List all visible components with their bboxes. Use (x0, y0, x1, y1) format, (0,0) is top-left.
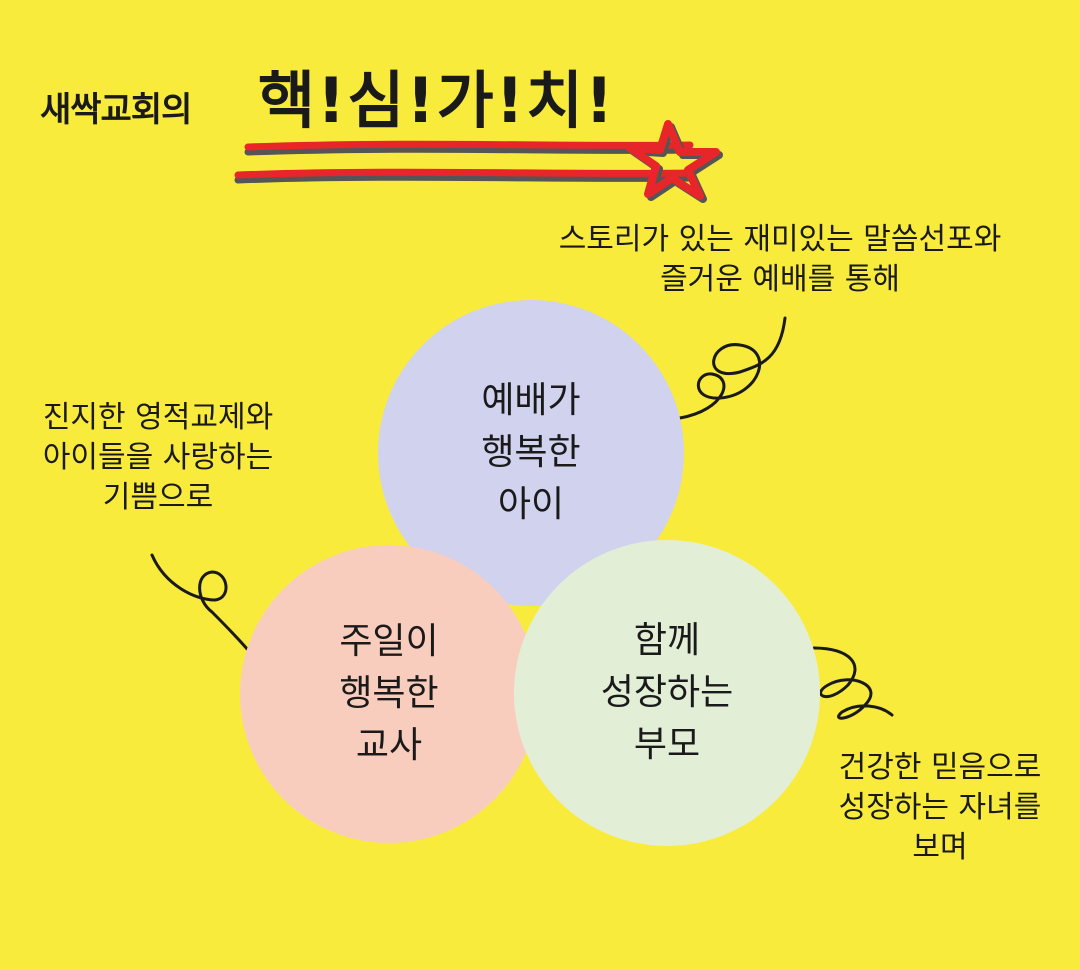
note-top-line-2: 즐거운 예배를 통해 (660, 262, 900, 297)
note-right-line-1: 건강한 믿음으로 (838, 750, 1042, 785)
headline: 핵!심!가!치! (258, 64, 616, 137)
circle-parent: 함께 성장하는 부모 (514, 540, 820, 846)
note-left-line-2: 아이들을 사랑하는 (42, 440, 274, 475)
circle-parent-line-2: 성장하는 (600, 672, 734, 713)
circle-child-line-3: 아이 (497, 484, 565, 525)
squiggle-top (678, 316, 787, 420)
note-left-line-3: 기쁨으로 (102, 480, 214, 515)
note-top-line-1: 스토리가 있는 재미있는 말씀선포와 (558, 222, 1002, 257)
circle-child-line-2: 행복한 (481, 432, 581, 473)
circle-parent-line-3: 부모 (633, 724, 701, 765)
church-name: 새싹교회의 (40, 90, 192, 130)
note-top: 스토리가 있는 재미있는 말씀선포와 즐거운 예배를 통해 (500, 220, 1060, 300)
note-right-line-2: 성장하는 자녀를 (838, 790, 1042, 825)
note-left-line-1: 진지한 영적교제와 (42, 400, 274, 435)
squiggle-right (812, 646, 894, 720)
note-left: 진지한 영적교제와 아이들을 사랑하는 기쁨으로 (0, 398, 316, 518)
circle-teacher-line-1: 주일이 (339, 621, 439, 662)
circle-child-line-1: 예배가 (481, 380, 581, 421)
note-right: 건강한 믿음으로 성장하는 자녀를 보며 (800, 748, 1080, 868)
squiggle-left (150, 553, 250, 652)
circle-teacher-line-2: 행복한 (339, 673, 439, 714)
star-icon (626, 120, 723, 203)
red-underline-strokes (234, 140, 694, 184)
circle-teacher: 주일이 행복한 교사 (240, 545, 538, 843)
circle-parent-line-1: 함께 (633, 620, 701, 661)
circle-teacher-line-3: 교사 (355, 725, 423, 766)
note-right-line-3: 보며 (912, 830, 968, 865)
